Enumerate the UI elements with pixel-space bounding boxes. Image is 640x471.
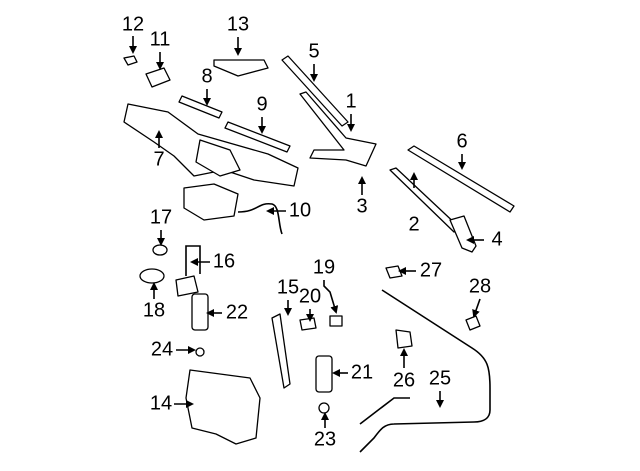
part-13-cover (213, 59, 269, 77)
callout-8: 8 (201, 65, 212, 87)
part-22-pump (191, 293, 209, 331)
callout-28: 28 (469, 275, 491, 297)
part-motor (183, 183, 283, 235)
part-2-wiper-arm (389, 167, 461, 233)
callout-3: 3 (356, 195, 367, 217)
callout-15: 15 (277, 276, 299, 298)
part-28-clip (465, 315, 481, 331)
callout-2: 2 (408, 213, 419, 235)
part-18-seal (139, 268, 165, 284)
part-21-pump (315, 355, 333, 393)
callout-18: 18 (143, 299, 165, 321)
part-25-hose (359, 289, 491, 453)
callout-12: 12 (122, 13, 144, 35)
callout-6: 6 (456, 130, 467, 152)
part-11-switch (145, 67, 171, 88)
callout-25: 25 (429, 367, 451, 389)
callout-14: 14 (150, 392, 172, 414)
part-1-wiper-arm (299, 91, 377, 167)
part-6-wiper-blade (407, 145, 515, 213)
part-7-linkage-frame (123, 103, 299, 187)
part-24-fastener (195, 347, 205, 357)
callout-5: 5 (308, 40, 319, 62)
callout-10: 10 (289, 199, 311, 221)
part-8-link (178, 95, 223, 119)
part-23-grommet (318, 402, 330, 414)
part-14-reservoir (185, 369, 261, 445)
part-27-clip (385, 265, 403, 279)
part-5-wiper-arm (281, 55, 349, 127)
part-17-grommet (152, 244, 168, 256)
part-15-hose (271, 313, 291, 389)
part-26-valve (395, 329, 413, 349)
callout-13: 13 (227, 13, 249, 35)
callout-labels: 1 2 3 4 5 6 7 8 9 10 11 12 13 14 15 16 1… (122, 13, 503, 450)
callout-19: 19 (313, 256, 335, 278)
part-12-cap (123, 55, 138, 66)
callout-22: 22 (226, 301, 248, 323)
callout-16: 16 (213, 250, 235, 272)
part-16-pump-bracket (175, 245, 201, 297)
callout-26: 26 (393, 369, 415, 391)
part-9-link (224, 121, 291, 153)
callout-arrows (129, 36, 484, 428)
callout-11: 11 (150, 28, 171, 50)
callout-7: 7 (153, 148, 164, 170)
part-20-nozzle (299, 315, 343, 331)
callout-1: 1 (345, 90, 356, 112)
callout-17: 17 (150, 206, 172, 228)
part-4-arm-cover (449, 215, 477, 253)
callout-23: 23 (314, 428, 336, 450)
callout-20: 20 (299, 285, 321, 307)
callout-24: 24 (151, 338, 173, 360)
callout-9: 9 (256, 93, 267, 115)
callout-27: 27 (420, 259, 442, 281)
callout-21: 21 (351, 361, 373, 383)
callout-4: 4 (491, 228, 502, 250)
